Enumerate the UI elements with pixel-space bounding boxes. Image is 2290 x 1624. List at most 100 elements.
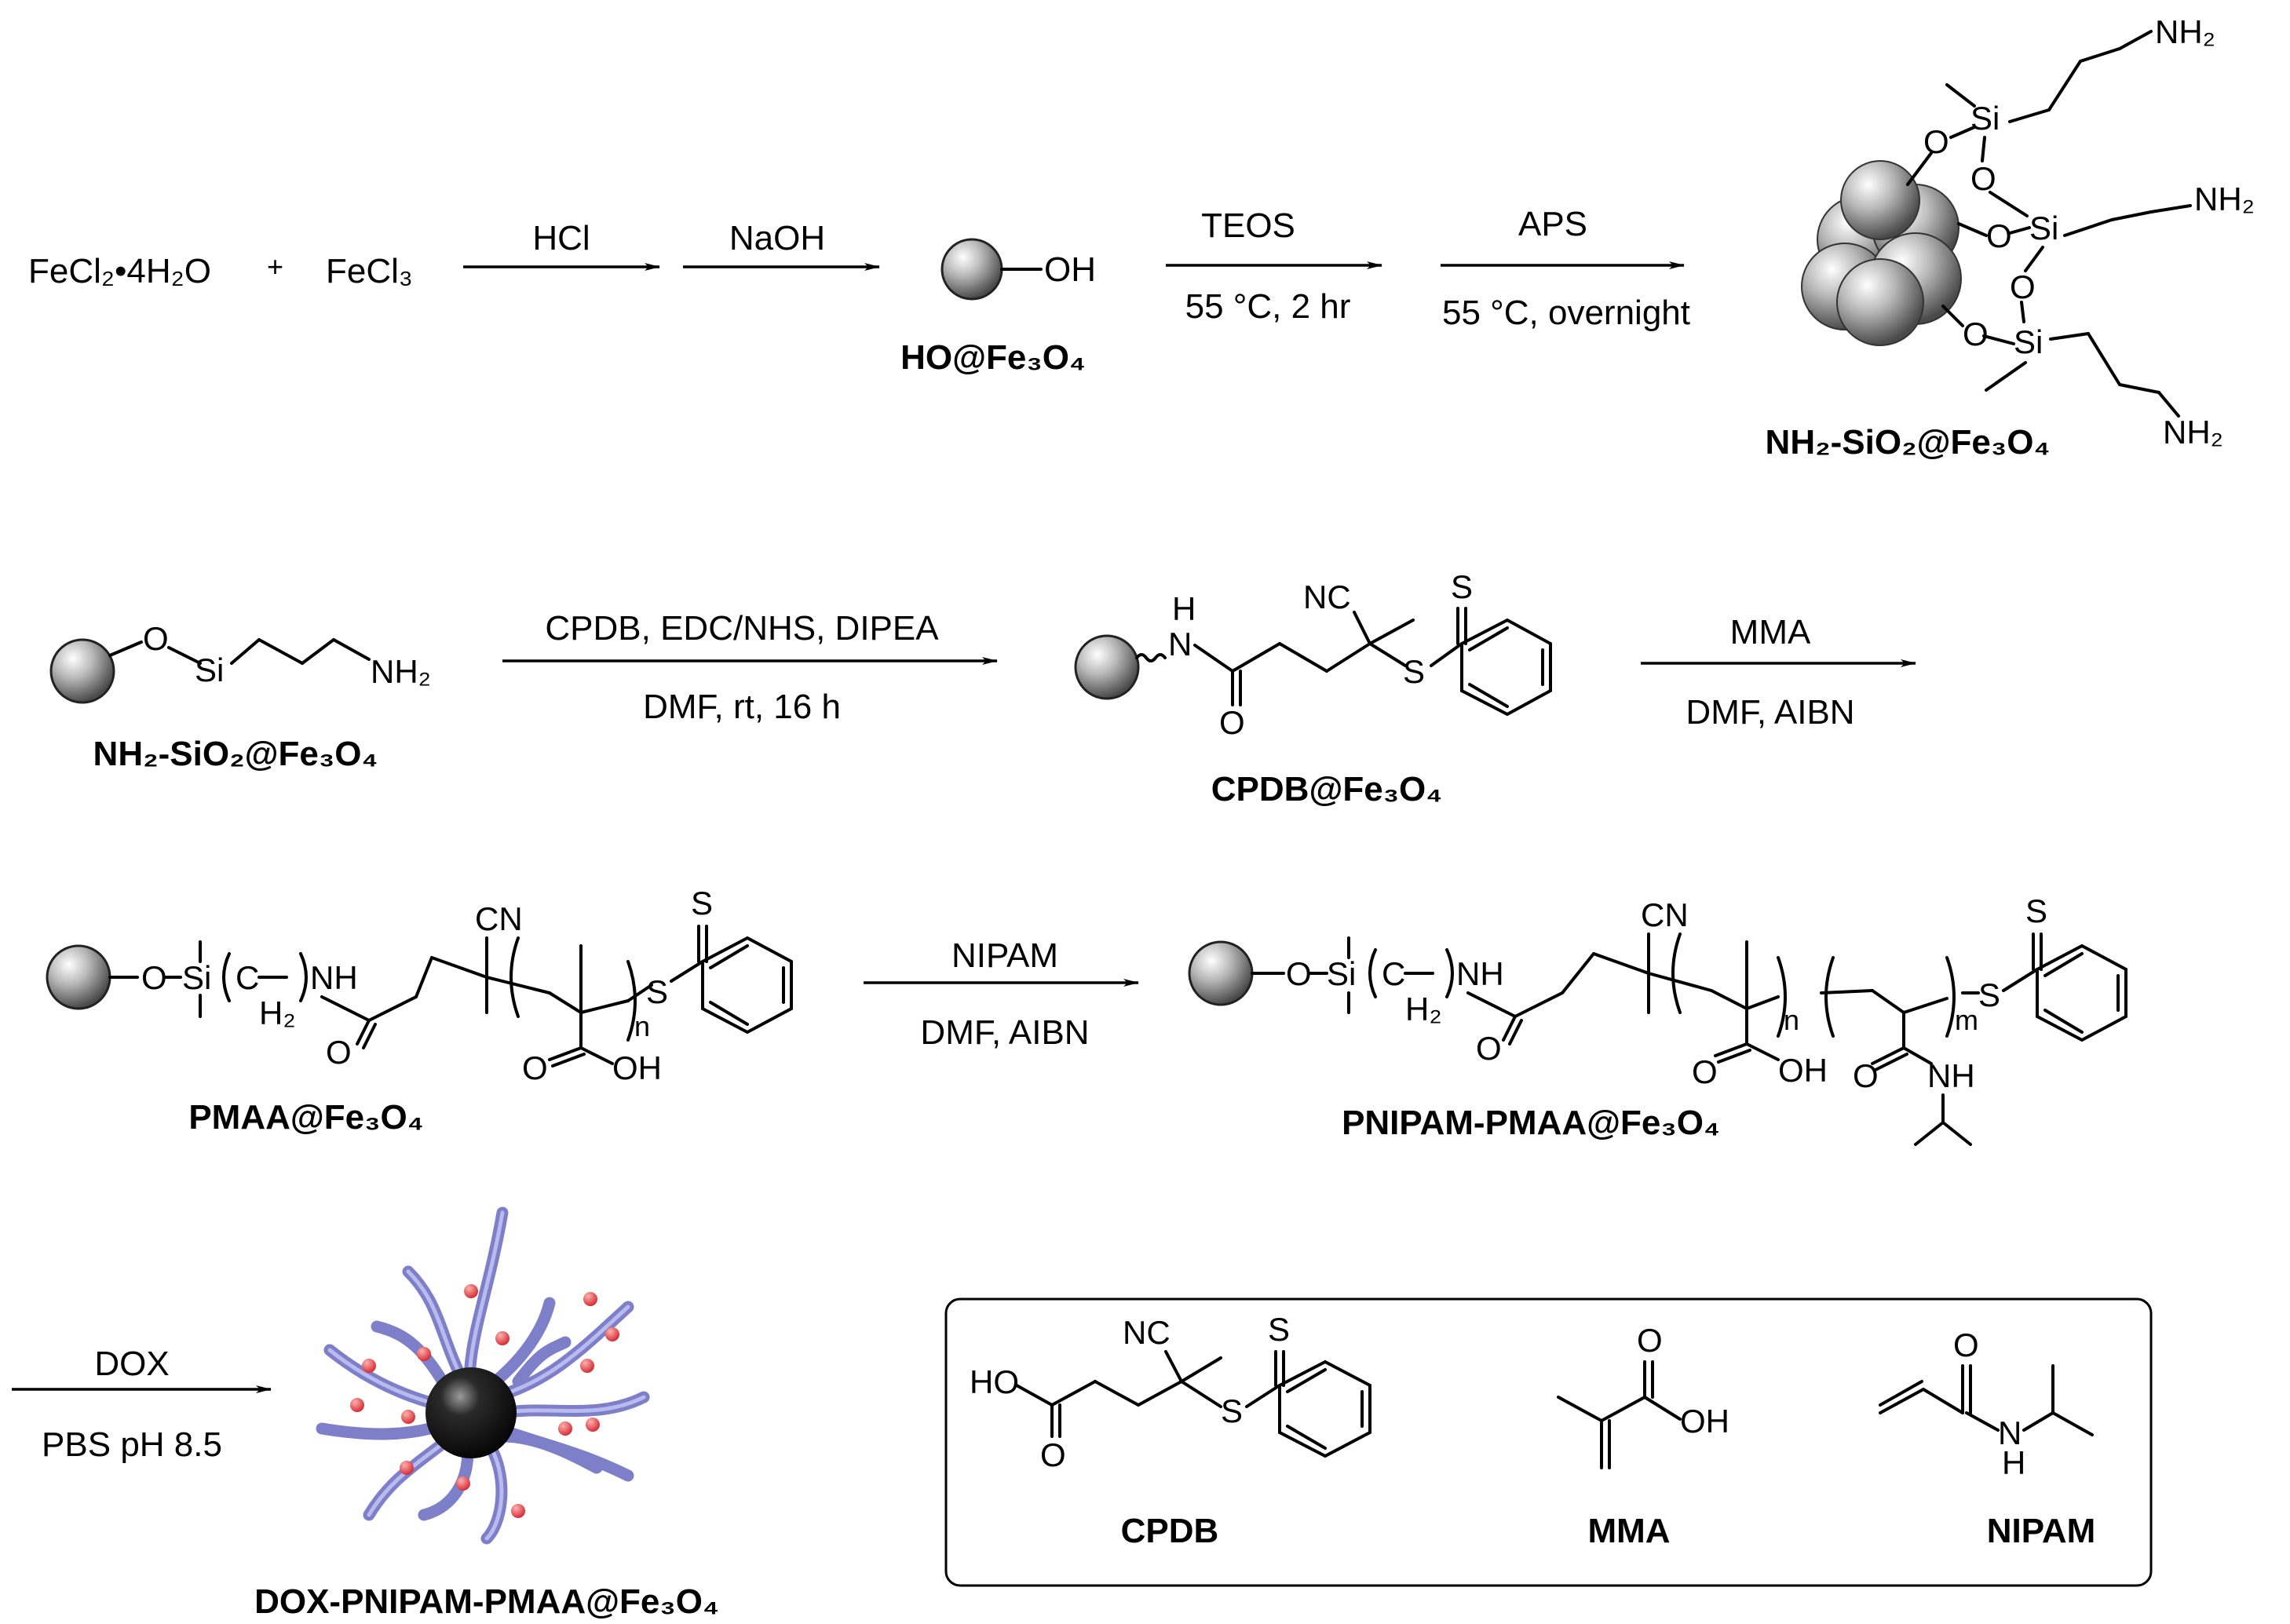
- magnetic-core: [425, 1367, 517, 1458]
- row3: O Si C H₂ NH O CN: [46, 885, 2127, 1146]
- svg-text:OH: OH: [612, 1049, 662, 1086]
- condition-mma: DMF, AIBN: [1686, 693, 1854, 732]
- svg-text:S: S: [1403, 653, 1425, 690]
- svg-text:OH: OH: [1680, 1403, 1729, 1440]
- inset-label-mma: MMA: [1587, 1512, 1670, 1550]
- svg-text:NH₂: NH₂: [2163, 414, 2223, 451]
- particle-sphere-cpdb: [1074, 634, 1140, 700]
- cpdb-structure: HO O NC S S: [970, 1311, 1371, 1473]
- compound-pmaa-fe3o4: PMAA@Fe₃O₄: [188, 1098, 423, 1137]
- reagent-cpdb-coupling: CPDB, EDC/NHS, DIPEA: [545, 609, 939, 648]
- svg-text:S: S: [2025, 892, 2047, 929]
- oh-label: OH: [1044, 250, 1096, 289]
- compound-amine-reactant: NH₂-SiO₂@Fe₃O₄: [93, 735, 378, 773]
- silica-cluster: [1801, 160, 1962, 346]
- condition-nipam: DMF, AIBN: [920, 1013, 1089, 1052]
- svg-text:H: H: [2002, 1444, 2025, 1481]
- svg-text:H: H: [1172, 590, 1196, 627]
- svg-text:O: O: [141, 959, 167, 996]
- svg-text:O: O: [2010, 268, 2036, 305]
- condition-dox: PBS pH 8.5: [42, 1425, 222, 1464]
- svg-text:m: m: [1955, 1004, 1978, 1036]
- dox-loaded-nanoparticle: [316, 1206, 650, 1545]
- svg-text:S: S: [1451, 568, 1473, 605]
- svg-text:O: O: [1637, 1322, 1663, 1359]
- inset-frame: [944, 1297, 2153, 1587]
- svg-text:O: O: [1953, 1327, 1979, 1363]
- svg-text:NH: NH: [1456, 955, 1504, 992]
- reactant-fecl2: FeCl₂•4H₂O: [28, 252, 211, 290]
- condition-teos: 55 °C, 2 hr: [1185, 287, 1351, 326]
- compound-nh2-sio2-fe3o4: NH₂-SiO₂@Fe₃O₄: [1766, 423, 2051, 462]
- svg-text:O: O: [1853, 1057, 1879, 1094]
- reactant-fecl3: FeCl₃: [326, 252, 413, 290]
- svg-text:O: O: [1219, 704, 1245, 741]
- svg-text:NH: NH: [1927, 1057, 1975, 1094]
- svg-text:O: O: [1986, 217, 2012, 254]
- compound-ho-fe3o4: HO@Fe₃O₄: [900, 338, 1086, 377]
- reagent-aps: APS: [1518, 205, 1587, 243]
- svg-text:CN: CN: [1641, 896, 1689, 933]
- svg-text:O: O: [143, 620, 169, 657]
- svg-text:C: C: [1382, 955, 1405, 992]
- svg-text:C: C: [236, 959, 259, 996]
- condition-cpdb-coupling: DMF, rt, 16 h: [643, 688, 841, 726]
- row4: DOX PBS pH 8.5: [12, 1206, 719, 1621]
- svg-text:O: O: [1286, 955, 1312, 992]
- reagent-inset: HO O NC S S CPDB: [944, 1297, 2153, 1587]
- reagent-dox: DOX: [94, 1345, 169, 1383]
- svg-text:S: S: [1221, 1392, 1243, 1429]
- svg-text:O: O: [1923, 123, 1949, 160]
- svg-text:N: N: [1168, 626, 1192, 662]
- svg-text:OH: OH: [1778, 1052, 1828, 1089]
- svg-text:NC: NC: [1303, 578, 1351, 615]
- svg-text:O: O: [1963, 316, 1989, 352]
- reagent-hcl: HCl: [532, 219, 590, 257]
- svg-text:O: O: [1970, 160, 1996, 197]
- svg-text:Si: Si: [2014, 323, 2043, 360]
- svg-text:NH₂: NH₂: [2194, 181, 2255, 217]
- svg-text:N: N: [1998, 1414, 2022, 1451]
- row1: FeCl₂•4H₂O + FeCl₃ HCl NaOH OH HO@Fe₃O₄ …: [28, 13, 2255, 462]
- particle-sphere-amine: [49, 638, 115, 704]
- silane-network: O Si NH₂ O O Si NH₂ O O Si: [1906, 13, 2255, 451]
- svg-text:O: O: [326, 1034, 352, 1071]
- compound-dox-pnipam-pmaa-fe3o4: DOX-PNIPAM-PMAA@Fe₃O₄: [254, 1582, 719, 1621]
- svg-text:NH: NH: [310, 959, 358, 996]
- svg-text:NC: NC: [1123, 1314, 1171, 1351]
- reagent-naoh: NaOH: [729, 219, 825, 257]
- svg-text:O: O: [522, 1049, 548, 1086]
- compound-pnipam-pmaa-fe3o4: PNIPAM-PMAA@Fe₃O₄: [1342, 1104, 1720, 1142]
- inset-label-nipam: NIPAM: [1987, 1512, 2096, 1550]
- particle-sphere-ho: [940, 238, 1003, 301]
- svg-text:NH₂: NH₂: [2155, 13, 2215, 50]
- svg-text:HO: HO: [970, 1363, 1019, 1400]
- svg-text:S: S: [646, 973, 668, 1010]
- svg-text:n: n: [634, 1010, 650, 1042]
- svg-text:NH₂: NH₂: [371, 653, 431, 690]
- svg-text:O: O: [1476, 1030, 1502, 1067]
- svg-text:n: n: [1784, 1004, 1799, 1036]
- svg-text:H₂: H₂: [1405, 991, 1442, 1027]
- reagent-mma: MMA: [1730, 613, 1811, 651]
- inset-label-cpdb: CPDB: [1121, 1512, 1219, 1550]
- svg-text:S: S: [1978, 976, 2000, 1013]
- nipam-structure: O N H: [1879, 1327, 2094, 1481]
- svg-text:Si: Si: [195, 651, 224, 688]
- condition-aps: 55 °C, overnight: [1442, 294, 1690, 332]
- plus-sign: +: [267, 250, 283, 283]
- svg-text:O: O: [1040, 1436, 1066, 1473]
- row2: O Si NH₂ NH₂-SiO₂@Fe₃O₄ CPDB, EDC/NHS, D…: [49, 568, 1916, 808]
- dox-molecules: [350, 1284, 619, 1518]
- pmaa-structure: O Si C H₂ NH O CN: [46, 885, 793, 1086]
- svg-text:Si: Si: [182, 959, 211, 996]
- svg-text:Si: Si: [1327, 955, 1356, 992]
- svg-text:CN: CN: [475, 900, 523, 937]
- compound-cpdb-fe3o4: CPDB@Fe₃O₄: [1211, 770, 1442, 808]
- pnipam-pmaa-structure: O Si C H₂ NH O CN: [1188, 892, 2127, 1146]
- reagent-nipam: NIPAM: [951, 936, 1058, 975]
- svg-text:S: S: [1268, 1311, 1290, 1348]
- reagent-teos: TEOS: [1201, 206, 1295, 245]
- svg-text:O: O: [1692, 1053, 1718, 1090]
